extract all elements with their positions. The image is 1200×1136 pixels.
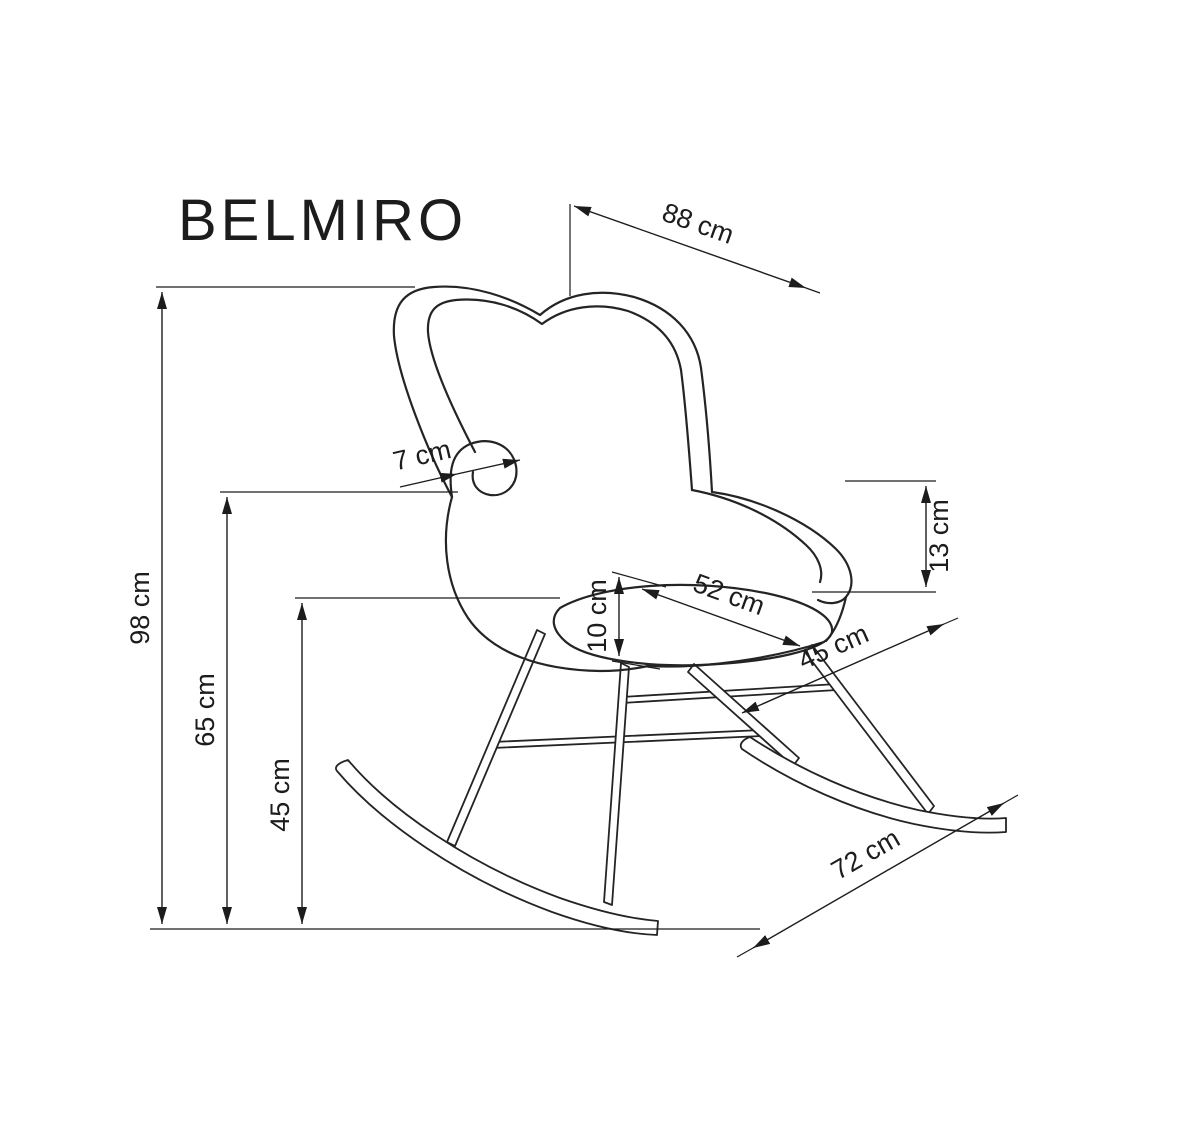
chair-stretcher-bar-front xyxy=(492,729,763,749)
chair-leg-rear-left xyxy=(603,662,630,906)
dim-seat-height: 45 cm xyxy=(265,597,560,924)
chair-right-armrest-outer xyxy=(710,490,853,605)
dim-rocker-length-line xyxy=(752,802,1005,949)
dim-overall-height-extension xyxy=(150,286,760,930)
chair-rocker-left xyxy=(335,759,659,936)
dim-armrest-above-seat: 13 cm xyxy=(812,480,954,593)
dim-overall-height: 98 cm xyxy=(125,286,760,930)
dim-backrest-width-extension xyxy=(569,204,821,296)
dim-armrest-height: 65 cm xyxy=(190,491,458,924)
dim-seat-width-label: 52 cm xyxy=(689,568,768,621)
dim-seat-width: 52 cm xyxy=(641,568,801,647)
dim-overall-height-label: 98 cm xyxy=(125,571,155,645)
chair-backrest-inner-line xyxy=(426,298,694,492)
dim-wing-depth-label: 7 cm xyxy=(390,434,454,476)
dim-wing-depth-line-1 xyxy=(399,472,458,488)
dim-rocker-length: 72 cm xyxy=(736,794,1019,958)
chair-leg-front-left xyxy=(446,629,546,847)
dim-backrest-width-label: 88 cm xyxy=(658,197,737,250)
dim-backrest-width-line xyxy=(573,205,807,289)
dim-seat-depth-label: 45 cm xyxy=(794,618,873,675)
dim-armrest-above-seat-label: 13 cm xyxy=(924,499,954,573)
dim-seat-depth-extension xyxy=(943,617,959,625)
dim-seat-thickness: 10 cm xyxy=(582,571,667,670)
chair-backrest-outline xyxy=(392,285,714,499)
chair-drawing xyxy=(335,285,1007,936)
figure-title: BELMIRO xyxy=(178,188,467,253)
dim-rocker-length-label: 72 cm xyxy=(826,823,905,886)
chair-seat-shell xyxy=(444,495,826,673)
dim-seat-depth-line xyxy=(741,623,945,714)
dim-wing-depth-line-2 xyxy=(456,458,521,475)
chair-left-wing-scroll xyxy=(449,440,518,499)
dim-wing-depth: 7 cm xyxy=(390,434,521,488)
dim-armrest-above-seat-extension xyxy=(812,480,936,593)
dim-armrest-height-label: 65 cm xyxy=(190,673,220,747)
dimension-annotations: 98 cm 65 cm 45 cm 88 cm xyxy=(125,197,1019,958)
dim-seat-thickness-label: 10 cm xyxy=(582,579,612,653)
dim-backrest-width: 88 cm xyxy=(569,197,821,296)
dim-seat-height-label: 45 cm xyxy=(265,758,295,832)
dim-seat-thickness-extension xyxy=(611,571,667,670)
chair-right-armrest-inner xyxy=(690,488,823,584)
dim-rocker-length-extension xyxy=(736,794,1019,958)
